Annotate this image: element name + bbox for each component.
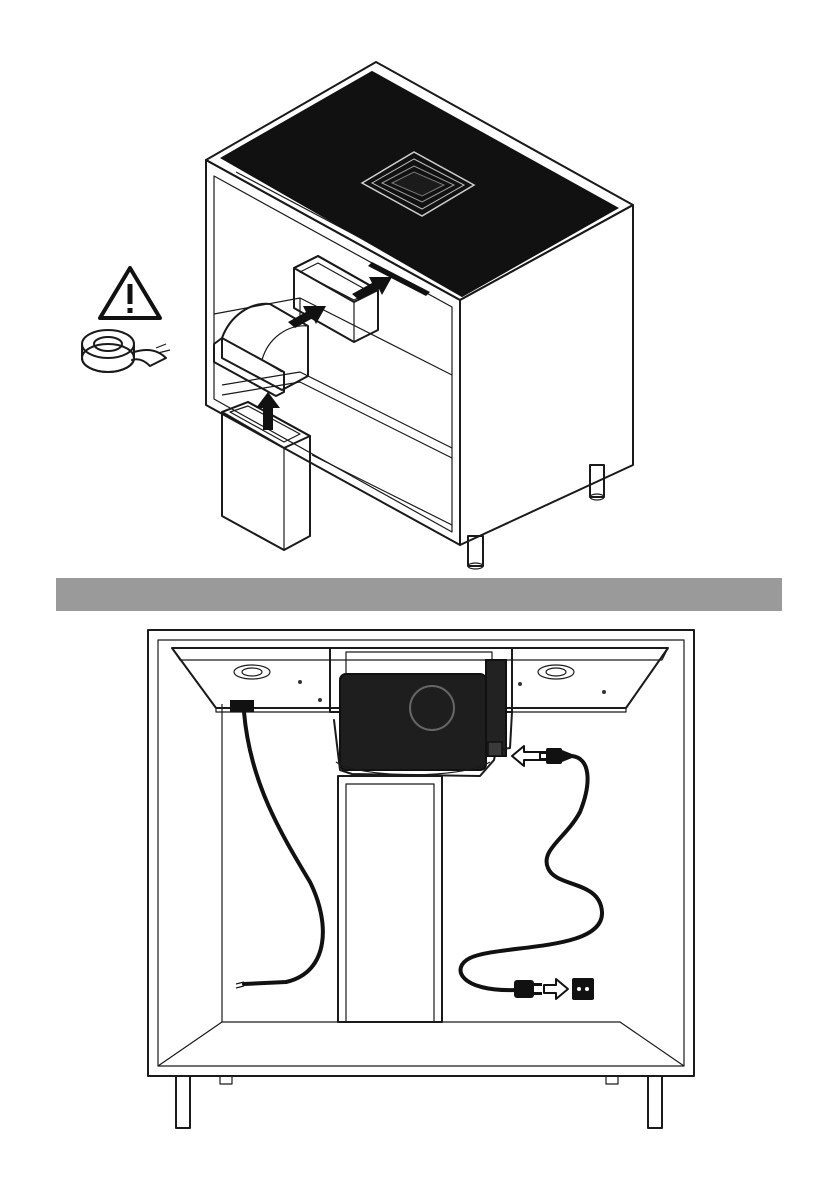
plug-icon [540, 748, 572, 764]
hob-cable [244, 712, 323, 984]
socket-icon [572, 978, 594, 1000]
tape-roll-icon [82, 330, 170, 372]
installation-illustration [0, 0, 840, 575]
installation-diagram [0, 0, 840, 575]
connection-illustration [0, 612, 840, 1192]
warning-triangle-icon [100, 268, 160, 318]
arrow-right-outline-icon [544, 979, 568, 999]
assembly-arrows [256, 277, 392, 430]
connection-diagram [0, 612, 840, 1192]
leg-front-right [648, 1076, 662, 1128]
motor-power-inlet [488, 742, 502, 756]
arrow-left-outline-icon [512, 746, 540, 766]
motor-body [340, 674, 486, 770]
extractor-motor [330, 648, 512, 776]
section-divider-bar [56, 578, 782, 611]
arrow-right-icon [352, 277, 392, 300]
power-cable [461, 756, 603, 990]
duct-column-body [338, 776, 442, 1022]
plug-icon [514, 980, 542, 998]
cabinet-legs [176, 1076, 662, 1128]
motor-fan-cover [410, 686, 454, 730]
hob-fan-vent-right [538, 665, 574, 679]
leg-front-left [176, 1076, 190, 1128]
flat-duct [294, 256, 378, 342]
induction-hob [222, 72, 617, 296]
cabinet-legs [468, 465, 604, 569]
hob-fan-vent-left [234, 665, 270, 679]
hob-connector-box [230, 700, 254, 712]
duct-column [338, 776, 442, 1022]
duct-elbow [214, 304, 308, 396]
